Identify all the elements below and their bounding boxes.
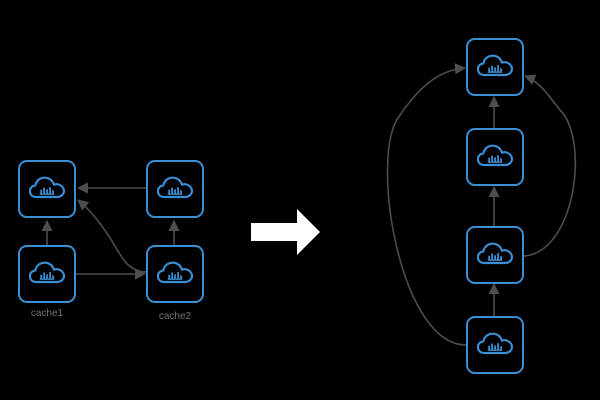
edge-chain3-to-chain1-loop [522,74,577,257]
node-chain-1 [466,38,524,96]
right-edges [386,63,577,346]
left-edges [41,182,180,280]
node-label-cache2: cache2 [159,311,192,322]
node-cache2: cache2 [146,245,204,322]
node-cache1: cache1 [18,245,76,319]
edge-cache2-to-top-left [77,199,148,273]
node-chain-2 [466,128,524,186]
edge-chain4-to-chain1-loop [386,63,467,346]
right-arrow-icon [251,209,320,255]
node-chain-4 [466,316,524,374]
node-left-top-left [18,160,76,218]
node-left-top-right [146,160,204,218]
node-chain-3 [466,226,524,284]
node-label-cache1: cache1 [31,308,64,319]
